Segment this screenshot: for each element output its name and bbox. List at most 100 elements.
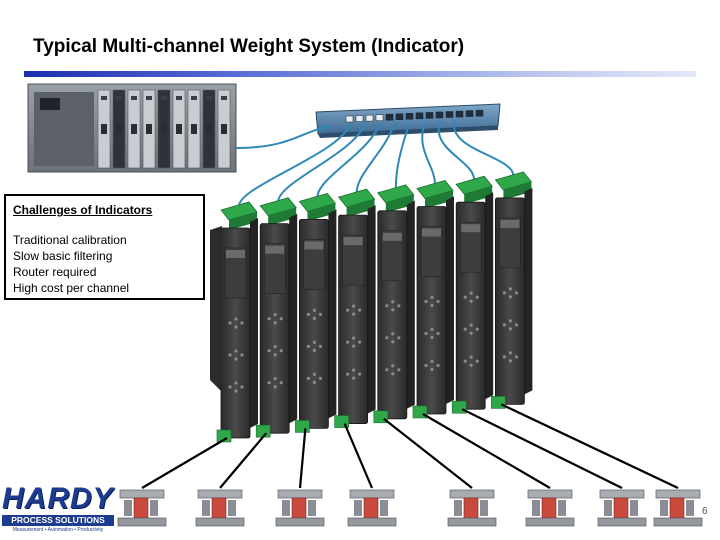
load-cell-base-plate: [447, 517, 497, 527]
sensor-cable: [461, 408, 623, 489]
load-cell-top-plate: [599, 489, 645, 499]
keypad-button: [385, 304, 389, 308]
load-cell-top-plate: [277, 489, 323, 499]
load-cell: [275, 489, 325, 527]
ethernet-cable: [421, 120, 436, 185]
load-cell-base-plate: [195, 517, 245, 527]
ethernet-cable: [277, 123, 366, 202]
keypad-button: [424, 331, 428, 336]
keypad-button: [346, 308, 350, 312]
load-cell-top-plate: [349, 489, 395, 499]
logo-wordmark: HARDY: [2, 482, 114, 515]
switch-port: [355, 115, 364, 122]
switch-port: [405, 113, 414, 120]
load-cell: [525, 489, 575, 527]
sensor-cable: [500, 403, 679, 489]
keypad-button: [228, 321, 232, 325]
title-underline-bar: [24, 71, 696, 77]
keypad-button: [346, 340, 350, 344]
keypad-button: [463, 359, 467, 363]
load-cell-base-plate: [653, 517, 703, 527]
ethernet-cables: [235, 119, 515, 207]
indicator-module: [334, 188, 376, 428]
ethernet-cable: [437, 120, 476, 181]
module-display: [499, 217, 521, 269]
plc-rack: [27, 83, 237, 173]
ethernet-cable: [453, 119, 515, 177]
switch-port: [435, 111, 444, 119]
load-cell-top-plate: [527, 489, 573, 499]
module-display: [420, 226, 443, 277]
keypad-button: [502, 323, 506, 327]
switch-port: [365, 114, 374, 122]
challenges-heading: Challenges of Indicators: [13, 203, 153, 217]
load-cell-body: [541, 497, 557, 519]
slide-title: Typical Multi-channel Weight System (Ind…: [33, 36, 465, 57]
sensor-cable: [219, 432, 268, 489]
switch-port: [475, 109, 484, 117]
switch-port: [345, 115, 354, 123]
load-cell-base-plate: [347, 517, 397, 527]
keypad-button: [424, 299, 428, 304]
challenges-box: Challenges of Indicators Traditional cal…: [4, 194, 205, 300]
switch-port: [425, 112, 434, 119]
indicator-module: [255, 197, 298, 438]
indicator-module: [412, 180, 454, 419]
keypad-button: [267, 381, 271, 385]
keypad-button: [306, 312, 310, 316]
sensor-cable: [422, 413, 551, 489]
indicator-module: [216, 201, 258, 443]
module-display: [224, 247, 247, 299]
indicator-module: [451, 175, 494, 414]
sensor-cable: [141, 437, 228, 489]
keypad-button: [306, 376, 310, 380]
load-cell-top-plate: [449, 489, 495, 499]
keypad-button: [424, 363, 428, 368]
ethernet-cable: [238, 123, 351, 207]
ethernet-cable: [355, 121, 396, 194]
chassis-side: [210, 226, 222, 392]
hardy-logo: HARDY PROCESS SOLUTIONS Measurement • Au…: [2, 484, 114, 534]
keypad-button: [228, 353, 232, 357]
switch-port: [455, 110, 464, 118]
keypad-button: [306, 344, 310, 348]
load-cell-top-plate: [655, 489, 701, 499]
sensor-cable: [298, 428, 307, 489]
module-display: [263, 243, 286, 294]
challenge-item: Slow basic filtering: [13, 249, 113, 263]
load-cell-top-plate: [119, 489, 165, 499]
load-cell: [447, 489, 497, 527]
load-cell-top-plate: [197, 489, 243, 499]
load-cell-body: [463, 497, 479, 519]
keypad-button: [463, 295, 467, 299]
load-cell-base-plate: [525, 517, 575, 527]
switch-port: [375, 114, 384, 121]
challenge-item: Traditional calibration: [13, 233, 127, 247]
load-cell: [195, 489, 245, 527]
load-cell-body: [291, 497, 307, 519]
keypad-button: [385, 368, 389, 372]
keypad-button: [346, 372, 350, 376]
slide-number: 6: [702, 506, 708, 517]
load-cell-body: [669, 497, 685, 519]
keypad-button: [267, 349, 271, 353]
logo-tagline: Measurement • Automation • Productivity: [12, 527, 104, 533]
load-cell-body: [211, 497, 227, 519]
indicator-module: [491, 171, 533, 409]
keypad-button: [228, 385, 232, 389]
module-display: [459, 221, 482, 273]
indicator-module: [373, 184, 415, 424]
module-display: [381, 230, 404, 282]
keypad-button: [502, 355, 506, 359]
plc-io-slots: [97, 89, 231, 169]
switch-ports: [345, 109, 484, 123]
ethernet-cable: [394, 121, 411, 189]
switch-port: [395, 113, 404, 120]
keypad-button: [267, 317, 271, 321]
module-display: [342, 234, 364, 286]
switch-port: [445, 111, 454, 118]
load-cell-body: [613, 497, 629, 519]
switch-port: [415, 112, 424, 120]
keypad-button: [502, 291, 506, 295]
